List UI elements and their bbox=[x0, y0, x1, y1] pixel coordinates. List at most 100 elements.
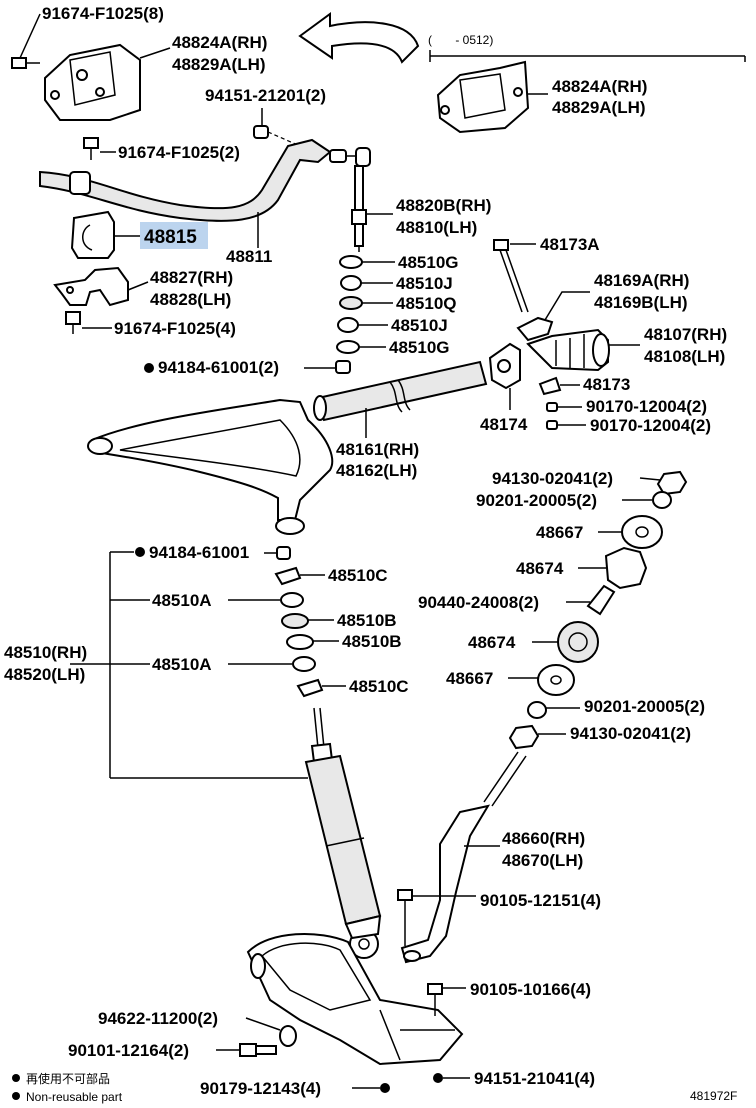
label-washer-a1: 48510A bbox=[152, 591, 212, 610]
figure-code: 481972F bbox=[690, 1089, 737, 1103]
label-washer-g1: 48510G bbox=[398, 253, 459, 272]
upper-control-arm-drawing bbox=[87, 398, 334, 535]
nut-21041-drawing bbox=[433, 1073, 443, 1083]
stabilizer-bar-drawing bbox=[39, 138, 332, 222]
label-collar-24008: 90440-24008(2) bbox=[418, 593, 539, 612]
bolt-10166-drawing bbox=[427, 983, 443, 1016]
label-bush-lh: 48108(LH) bbox=[644, 347, 725, 366]
label-cam-rh: 48169A(RH) bbox=[594, 271, 689, 290]
label-clamp-lh: 48828(LH) bbox=[150, 290, 231, 309]
label-bolt-12164: 90101-12164(2) bbox=[68, 1041, 189, 1060]
label-part-48174: 48174 bbox=[480, 415, 528, 434]
bracket-48824a-drawing bbox=[44, 43, 141, 121]
label-torsion-rh: 48161(RH) bbox=[336, 440, 419, 459]
label-nut-21041: 94151-21041(4) bbox=[474, 1069, 595, 1088]
label-bush-rh: 48107(RH) bbox=[644, 325, 727, 344]
label-bolt-top: 91674-F1025(8) bbox=[42, 4, 164, 23]
washer-g2-drawing bbox=[336, 340, 360, 354]
nut-12004-1-drawing bbox=[546, 402, 558, 412]
part-48174-drawing bbox=[488, 342, 521, 390]
label-retainer-48674-1: 48674 bbox=[516, 559, 564, 578]
stabilizer-link-drawing bbox=[329, 147, 371, 252]
washer-c1-drawing bbox=[274, 566, 302, 586]
bushing-48815-drawing bbox=[70, 210, 115, 259]
bolt-12151-drawing bbox=[397, 889, 413, 946]
label-bushing[interactable]: 48815 bbox=[144, 227, 197, 248]
label-nut-02041-2: 94130-02041(2) bbox=[570, 724, 691, 743]
cam-48169-drawing bbox=[516, 316, 554, 342]
label-link-lh: 48810(LH) bbox=[396, 218, 477, 237]
torsion-bar-drawing bbox=[313, 360, 488, 422]
label-bolt-10166: 90105-10166(4) bbox=[470, 980, 591, 999]
label-shock-rh: 48510(RH) bbox=[4, 643, 87, 662]
label-bracket-rh-1: 48824A(RH) bbox=[172, 33, 267, 52]
non-reusable-dot-icon bbox=[135, 547, 145, 557]
washer-20005-2-drawing bbox=[527, 701, 547, 719]
bolt-12164-drawing bbox=[239, 1043, 277, 1057]
label-washer-q: 48510Q bbox=[396, 294, 457, 313]
clamp-drawing bbox=[53, 266, 129, 307]
label-nut-12004-2: 90170-12004(2) bbox=[590, 416, 711, 435]
washer-b1-drawing bbox=[281, 613, 309, 629]
label-cushion-48667-2: 48667 bbox=[446, 669, 493, 688]
label-washer-c2: 48510C bbox=[349, 677, 409, 696]
label-bolt-48173a: 48173A bbox=[540, 235, 600, 254]
washer-q-drawing bbox=[339, 296, 363, 310]
nut-shock-top-drawing bbox=[276, 546, 291, 560]
retainer-48674-2-drawing bbox=[557, 621, 599, 663]
washer-c2-drawing bbox=[296, 678, 324, 698]
label-bolt-12143: 90179-12143(4) bbox=[200, 1079, 321, 1098]
shock-absorber-drawing bbox=[304, 707, 382, 959]
label-bracket-lh-2: 48829A(LH) bbox=[552, 98, 646, 117]
non-reusable-dot-icon bbox=[144, 363, 154, 373]
bolt-clamp-drawing bbox=[65, 311, 81, 334]
label-washer-j2: 48510J bbox=[391, 316, 448, 335]
label-washer-j1: 48510J bbox=[396, 274, 453, 293]
bolt-top-drawing bbox=[11, 13, 41, 69]
label-washer-c1: 48510C bbox=[328, 566, 388, 585]
cushion-48667-2-drawing bbox=[537, 664, 575, 696]
washer-g1-drawing bbox=[339, 255, 363, 269]
part-48173-drawing bbox=[538, 376, 562, 396]
label-stabilizer-bar: 48811 bbox=[226, 247, 272, 266]
retainer-48674-1-drawing bbox=[604, 546, 648, 590]
label-washer-b2: 48510B bbox=[342, 632, 402, 651]
legend-dot-icon bbox=[12, 1092, 20, 1100]
label-link-rh: 48820B(RH) bbox=[396, 196, 491, 215]
nut-11200-drawing bbox=[279, 1025, 297, 1047]
label-nut-link-lower: 94184-61001(2) bbox=[158, 358, 279, 377]
label-date-range: ( - 0512) bbox=[428, 33, 493, 47]
nut-02041-2-drawing bbox=[508, 724, 540, 750]
bolt-48173a-drawing bbox=[493, 239, 529, 313]
label-clamp-rh: 48827(RH) bbox=[150, 268, 233, 287]
label-torsion-lh: 48162(LH) bbox=[336, 461, 417, 480]
washer-j2-drawing bbox=[337, 317, 359, 333]
label-nut-12004-1: 90170-12004(2) bbox=[586, 397, 707, 416]
label-nut-02041-1: 94130-02041(2) bbox=[492, 469, 613, 488]
lower-control-arm-drawing bbox=[246, 933, 464, 1066]
label-bolt-mid: 91674-F1025(2) bbox=[118, 143, 240, 162]
label-arm-rh: 48660(RH) bbox=[502, 829, 585, 848]
label-bracket-lh-1: 48829A(LH) bbox=[172, 55, 266, 74]
label-washer-20005-2: 90201-20005(2) bbox=[584, 697, 705, 716]
washer-20005-1-drawing bbox=[652, 491, 672, 509]
label-washer-a2: 48510A bbox=[152, 655, 212, 674]
arrow-icon bbox=[298, 12, 420, 64]
washer-a1-drawing bbox=[280, 592, 304, 608]
collar-24008-drawing bbox=[586, 584, 616, 616]
highlight-48815 bbox=[140, 222, 208, 249]
nut-02041-1-drawing bbox=[656, 470, 688, 496]
bolt-mid-drawing bbox=[83, 137, 99, 160]
label-nut-shock-top: 94184-61001 bbox=[149, 543, 249, 562]
label-arm-lh: 48670(LH) bbox=[502, 851, 583, 870]
cushion-48667-1-drawing bbox=[621, 515, 663, 549]
label-bracket-rh-2: 48824A(RH) bbox=[552, 77, 647, 96]
nut-link-lower-drawing bbox=[335, 360, 351, 374]
washer-b2-drawing bbox=[286, 634, 314, 650]
label-bolt-12151: 90105-12151(4) bbox=[480, 891, 601, 910]
label-washer-g2: 48510G bbox=[389, 338, 450, 357]
label-washer-20005-1: 90201-20005(2) bbox=[476, 491, 597, 510]
nut-12004-2-drawing bbox=[546, 420, 558, 430]
bush-48107-drawing bbox=[526, 328, 610, 372]
